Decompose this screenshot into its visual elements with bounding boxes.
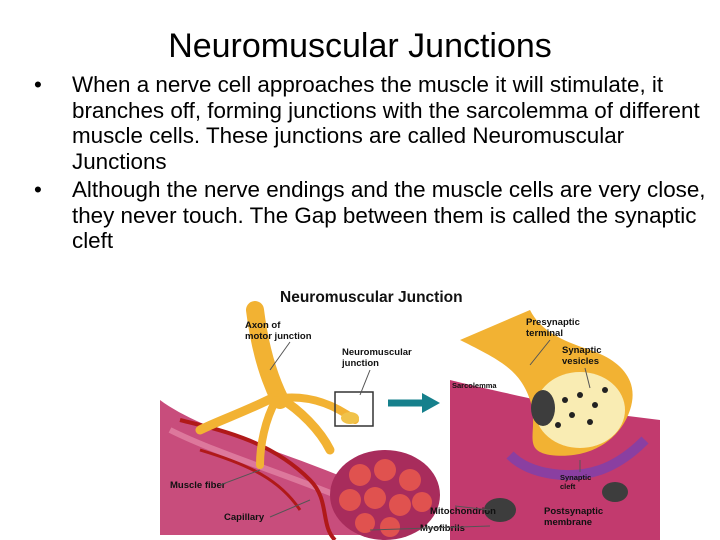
label-postsynaptic: membrane — [544, 517, 592, 528]
label-postsynaptic: Postsynaptic — [544, 506, 603, 517]
bullet-item: • Although the nerve endings and the mus… — [26, 177, 706, 254]
label-axon: motor junction — [245, 331, 312, 342]
label-cleft: Synaptic — [560, 473, 591, 482]
label-cleft: cleft — [560, 482, 576, 491]
label-muscle-fiber: Muscle fiber — [170, 480, 226, 491]
neuromuscular-junction-figure: Neuromuscular Junction — [160, 280, 660, 540]
bullet-list: • When a nerve cell approaches the muscl… — [26, 72, 706, 257]
nerve-axon-illustration — [195, 301, 374, 469]
label-presynaptic: terminal — [526, 328, 563, 339]
label-sarcolemma: Sarcolemma — [452, 381, 497, 390]
muscle-fiber-illustration — [160, 400, 440, 540]
label-nmj: Neuromuscular — [342, 347, 412, 358]
figure-title: Neuromuscular Junction — [280, 289, 463, 306]
label-myofibrils: Myofibrils — [420, 523, 465, 534]
bullet-icon: • — [34, 72, 42, 97]
bullet-icon: • — [34, 177, 42, 202]
label-vesicles: vesicles — [562, 356, 599, 367]
bullet-text: When a nerve cell approaches the muscle … — [72, 72, 700, 174]
label-mitochondrion: Mitochondrion — [430, 506, 496, 517]
label-presynaptic: Presynaptic — [526, 317, 580, 328]
label-axon: Axon of — [245, 320, 281, 331]
label-capillary: Capillary — [224, 512, 265, 523]
label-vesicles: Synaptic — [562, 345, 602, 356]
slide-title: Neuromuscular Junctions — [168, 27, 552, 65]
bullet-text: Although the nerve endings and the muscl… — [72, 177, 706, 253]
label-nmj: junction — [341, 358, 379, 369]
bullet-item: • When a nerve cell approaches the muscl… — [26, 72, 706, 174]
zoom-box — [334, 391, 374, 427]
myofibril-shape — [349, 464, 371, 486]
synapse-zoom-illustration — [450, 310, 660, 540]
